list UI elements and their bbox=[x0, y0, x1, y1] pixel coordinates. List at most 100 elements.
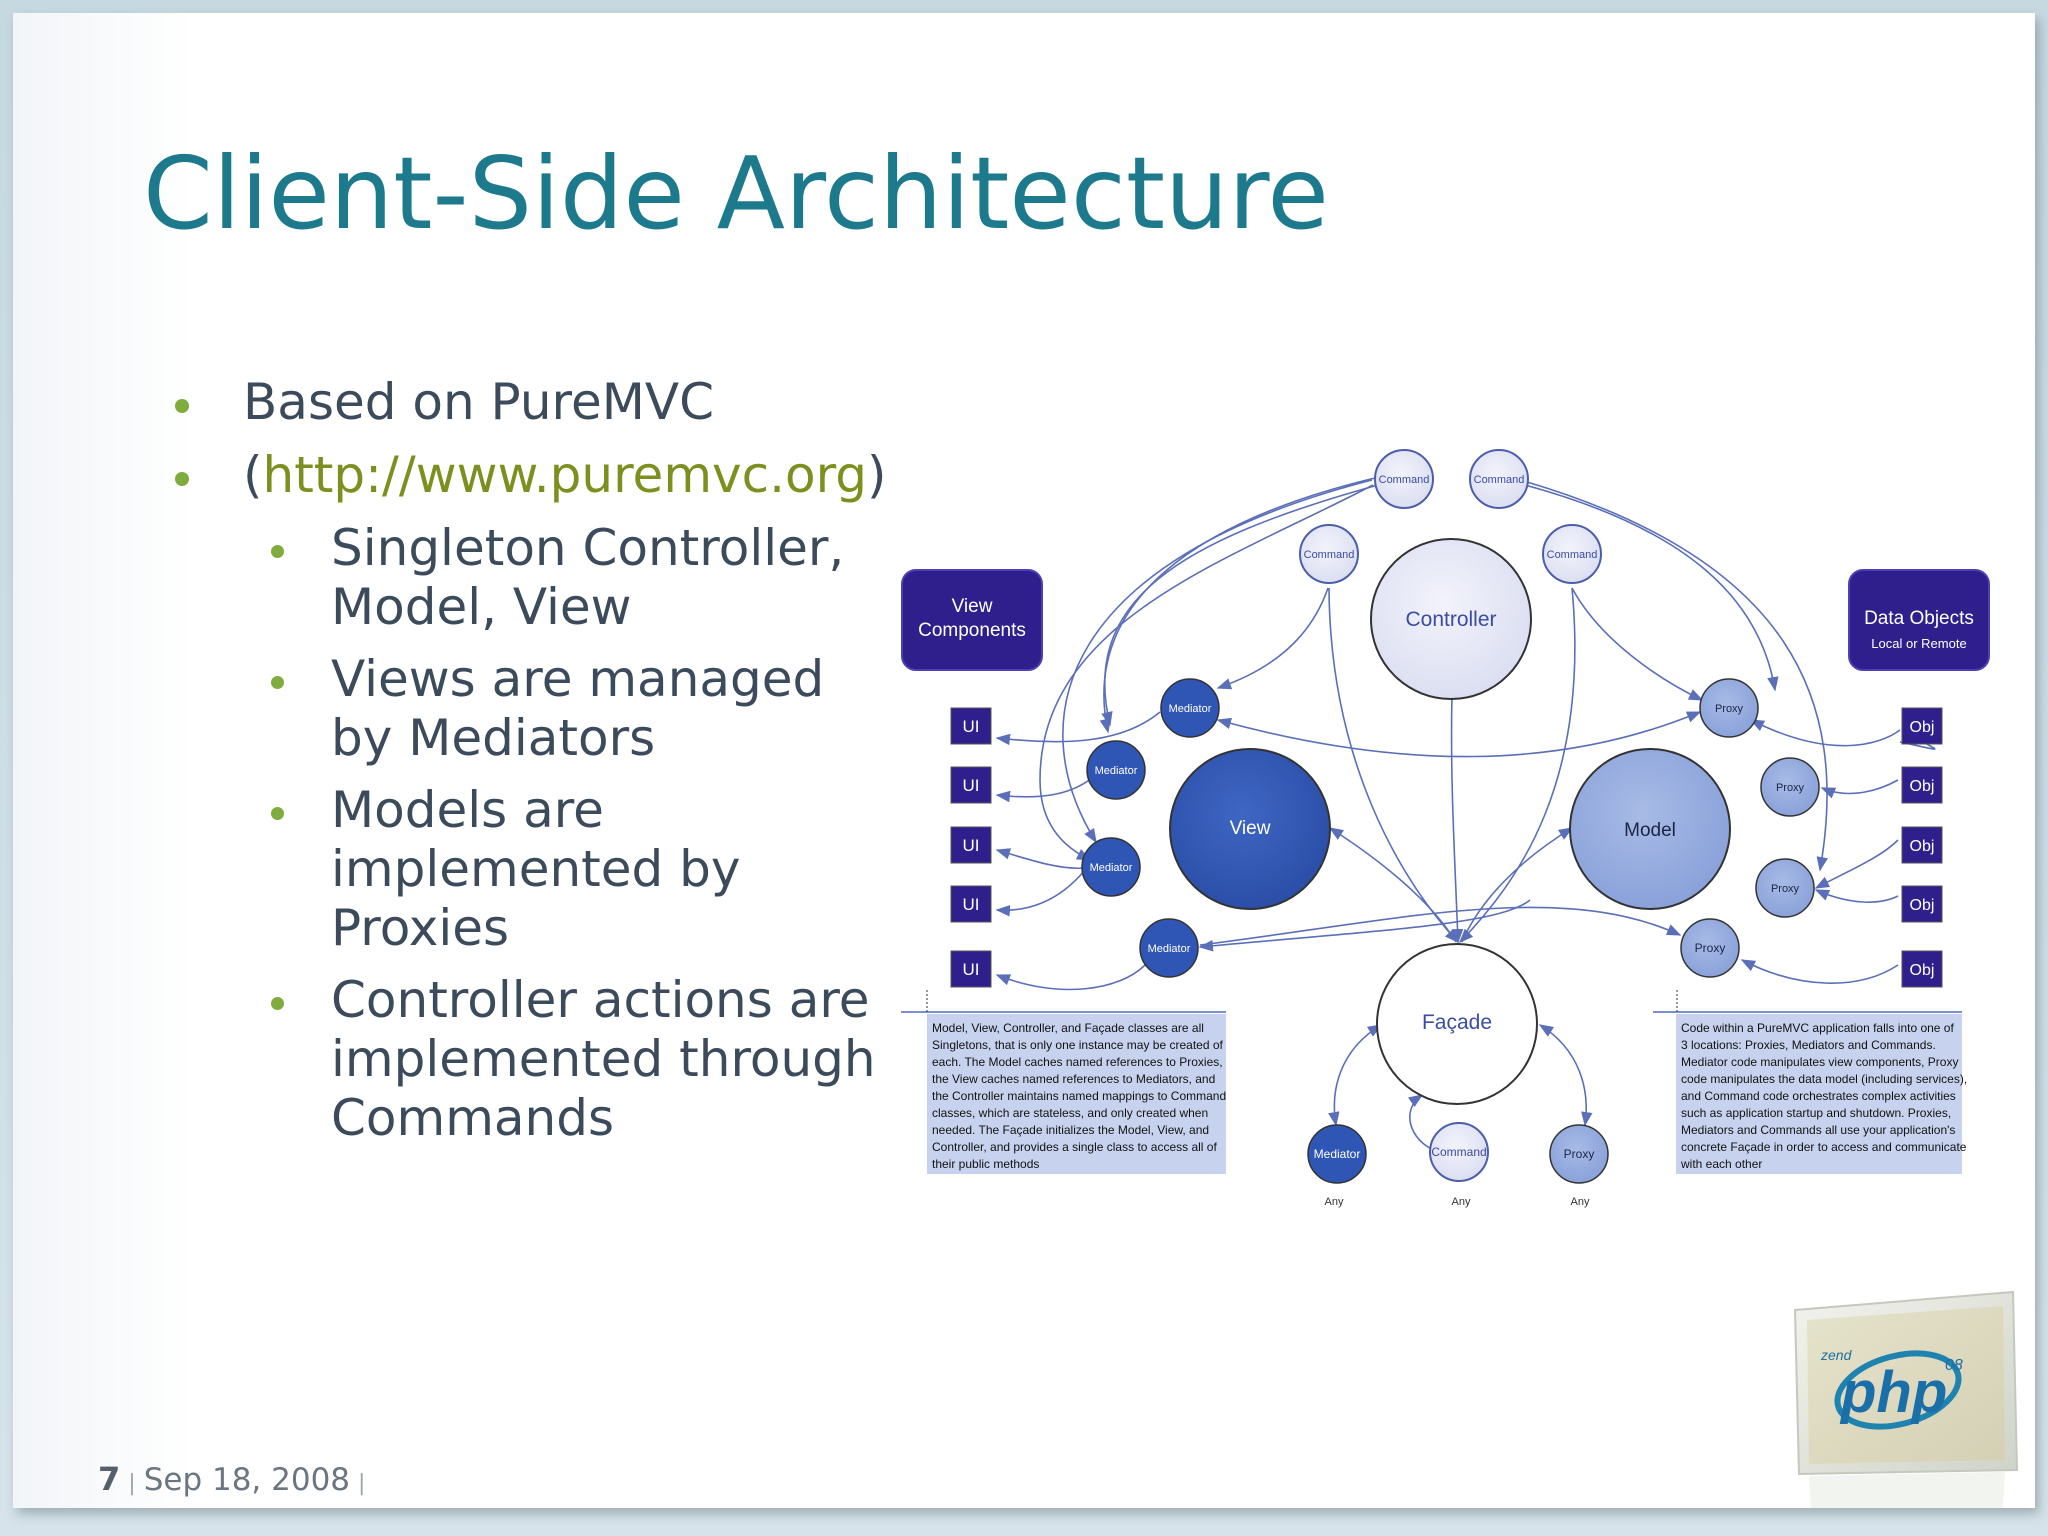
sub-bullet-item: Controller actions are implemented throu… bbox=[153, 971, 893, 1148]
command-node: Command bbox=[1429, 1122, 1489, 1182]
footer-separator: | bbox=[358, 1471, 366, 1496]
svg-text:Command: Command bbox=[1304, 549, 1355, 561]
bullet-dot-icon bbox=[175, 399, 189, 413]
ui-box: UI bbox=[950, 826, 992, 864]
svg-text:Obj: Obj bbox=[1910, 962, 1935, 979]
svg-text:with each other: with each other bbox=[1680, 1157, 1762, 1171]
ui-box: UI bbox=[950, 766, 992, 804]
proxy-node: Proxy bbox=[1549, 1124, 1609, 1184]
svg-text:UI: UI bbox=[963, 960, 980, 979]
svg-text:Singletons, that is only one i: Singletons, that is only one instance ma… bbox=[932, 1038, 1224, 1052]
svg-text:Command: Command bbox=[1431, 1145, 1486, 1159]
svg-text:the View caches named referenc: the View caches named references to Medi… bbox=[932, 1072, 1215, 1086]
svg-text:Obj: Obj bbox=[1910, 838, 1935, 855]
page-number: 7 bbox=[98, 1460, 121, 1498]
svg-text:Mediator: Mediator bbox=[1314, 1147, 1361, 1161]
svg-text:code manipulates the data mode: code manipulates the data model (includi… bbox=[1681, 1072, 1967, 1086]
mediator-node: Mediator bbox=[1086, 740, 1146, 800]
svg-text:Façade: Façade bbox=[1422, 1011, 1492, 1034]
view-components-label: Components bbox=[918, 620, 1026, 641]
note-right: Code within a PureMVC application falls … bbox=[1653, 990, 1967, 1174]
bullet-item: Based on PureMVC bbox=[153, 373, 893, 432]
svg-text:Code within a PureMVC applicat: Code within a PureMVC application falls … bbox=[1681, 1021, 1954, 1035]
svg-text:Mediator code manipulates view: Mediator code manipulates view component… bbox=[1681, 1055, 1958, 1069]
any-label: Any bbox=[1452, 1196, 1471, 1208]
svg-text:Mediators and Commands all use: Mediators and Commands all use your appl… bbox=[1681, 1123, 1955, 1137]
facade-node: Façade bbox=[1376, 943, 1538, 1105]
svg-text:Controller, and provides a sin: Controller, and provides a single class … bbox=[932, 1140, 1217, 1154]
data-objects-sub-label: Local or Remote bbox=[1871, 636, 1966, 651]
mediator-node: Mediator bbox=[1139, 918, 1199, 978]
svg-text:UI: UI bbox=[963, 776, 980, 795]
svg-text:concrete Façade in order to ac: concrete Façade in order to access and c… bbox=[1681, 1140, 1967, 1154]
obj-box: Obj bbox=[1901, 950, 1943, 988]
view-components-label: View bbox=[952, 596, 993, 617]
svg-text:Command: Command bbox=[1379, 474, 1430, 486]
bullet-paren-close: ) bbox=[867, 446, 887, 504]
mediator-node: Mediator bbox=[1307, 1124, 1367, 1184]
sub-bullet-text: Views are managed by Mediators bbox=[331, 650, 825, 767]
svg-text:Mediator: Mediator bbox=[1090, 862, 1133, 874]
svg-text:Obj: Obj bbox=[1910, 719, 1935, 736]
sub-bullet-text: Singleton Controller, Model, View bbox=[331, 519, 845, 636]
bullet-dot-icon bbox=[271, 997, 284, 1010]
sub-bullet-text: Controller actions are implemented throu… bbox=[331, 971, 876, 1147]
any-label: Any bbox=[1571, 1196, 1590, 1208]
diagram-connections bbox=[995, 477, 1936, 1151]
view-node: View bbox=[1169, 748, 1331, 910]
svg-text:Proxy: Proxy bbox=[1771, 883, 1800, 895]
data-objects-label: Data Objects bbox=[1864, 608, 1974, 629]
bullet-text: Based on PureMVC bbox=[243, 373, 714, 431]
command-node: Command bbox=[1542, 524, 1602, 584]
obj-box: Obj bbox=[1901, 826, 1943, 864]
logo-brand: php bbox=[1839, 1360, 1947, 1425]
proxy-node: Proxy bbox=[1760, 757, 1820, 817]
obj-box: Obj bbox=[1901, 885, 1943, 923]
svg-text:Obj: Obj bbox=[1910, 897, 1935, 914]
slide-date: Sep 18, 2008 bbox=[143, 1462, 351, 1498]
proxy-node: Proxy bbox=[1699, 678, 1759, 738]
svg-text:needed. The Façade initializes: needed. The Façade initializes the Model… bbox=[932, 1123, 1209, 1137]
puremvc-link[interactable]: http://www.puremvc.org bbox=[262, 446, 868, 504]
controller-node: Controller bbox=[1370, 538, 1532, 700]
bullet-list: Based on PureMVC (http://www.puremvc.org… bbox=[153, 373, 893, 1161]
sub-bullet-text: Models are implemented by Proxies bbox=[331, 781, 741, 957]
bullet-paren-open: ( bbox=[243, 446, 263, 504]
bullet-item: (http://www.puremvc.org) bbox=[153, 446, 893, 505]
svg-text:Proxy: Proxy bbox=[1564, 1147, 1595, 1161]
ui-box: UI bbox=[950, 950, 992, 988]
svg-text:Command: Command bbox=[1474, 474, 1525, 486]
svg-text:Controller: Controller bbox=[1405, 608, 1496, 631]
mediator-node: Mediator bbox=[1081, 837, 1141, 897]
command-node: Command bbox=[1469, 449, 1529, 509]
ui-box: UI bbox=[950, 707, 992, 745]
bullet-dot-icon bbox=[271, 545, 284, 558]
svg-text:and Command code orchestrates: and Command code orchestrates complex ac… bbox=[1681, 1089, 1956, 1103]
slide: Client-Side Architecture Based on PureMV… bbox=[13, 13, 2035, 1508]
svg-text:Obj: Obj bbox=[1910, 778, 1935, 795]
logo-year: 08 bbox=[1945, 1357, 1963, 1374]
logo-brand-small: zend bbox=[1820, 1347, 1853, 1363]
svg-text:Model: Model bbox=[1624, 820, 1676, 841]
bullet-dot-icon bbox=[271, 807, 284, 820]
svg-text:View: View bbox=[1230, 818, 1271, 839]
svg-text:each. The Model caches named r: each. The Model caches named references … bbox=[932, 1055, 1223, 1069]
puremvc-diagram: View Components Data Objects Local or Re… bbox=[901, 449, 1990, 1208]
svg-text:Mediator: Mediator bbox=[1148, 943, 1191, 955]
proxy-node: Proxy bbox=[1680, 918, 1740, 978]
sub-bullet-item: Singleton Controller, Model, View bbox=[153, 519, 893, 637]
svg-text:Proxy: Proxy bbox=[1715, 703, 1744, 715]
sub-bullet-item: Models are implemented by Proxies bbox=[153, 781, 893, 958]
svg-text:such as application startup an: such as application startup and shutdown… bbox=[1681, 1106, 1951, 1120]
svg-text:the Controller maintains named: the Controller maintains named mappings … bbox=[932, 1089, 1226, 1103]
svg-text:Model, View, Controller, and F: Model, View, Controller, and Façade clas… bbox=[932, 1021, 1204, 1035]
slide-title: Client-Side Architecture bbox=[143, 135, 1329, 252]
svg-text:their public methods: their public methods bbox=[932, 1157, 1039, 1171]
sub-bullet-item: Views are managed by Mediators bbox=[153, 650, 893, 768]
mediator-node: Mediator bbox=[1160, 678, 1220, 738]
bullet-dot-icon bbox=[271, 676, 284, 689]
svg-text:UI: UI bbox=[963, 895, 980, 914]
command-node: Command bbox=[1299, 524, 1359, 584]
svg-text:Mediator: Mediator bbox=[1095, 765, 1138, 777]
note-left: Model, View, Controller, and Façade clas… bbox=[901, 990, 1226, 1174]
